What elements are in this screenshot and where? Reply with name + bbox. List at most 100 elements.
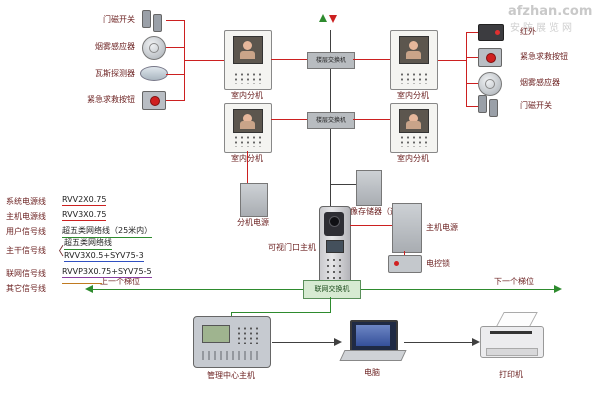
extension-power-label: 分机电源	[237, 218, 269, 227]
indoor-unit-screen	[233, 36, 263, 64]
indoor-unit-keypad	[399, 135, 427, 147]
legend-brace: 〈	[52, 244, 65, 258]
legend-value-network-signal: RVVP3X0.75+SYV75-5	[62, 267, 152, 278]
wire	[330, 184, 356, 185]
floor-switch: 楼层交换机	[307, 112, 355, 129]
computer-label: 电脑	[364, 368, 380, 377]
network-switch: 联网交换机	[303, 280, 361, 299]
indoor-unit-screen	[399, 36, 429, 64]
printer-slot	[490, 331, 532, 334]
trunk-line	[330, 30, 331, 280]
wire	[436, 60, 466, 61]
host-power-box	[392, 203, 422, 253]
right-sensor-label-emergency: 紧急求救按钮	[520, 52, 568, 61]
left-sensor-label-door-magnet: 门磁开关	[103, 15, 135, 24]
left-sensor-label-emergency: 紧急求救按钮	[87, 95, 135, 104]
image-storage-box	[356, 170, 382, 206]
floor-switch: 楼层交换机	[307, 52, 355, 69]
electric-lock-label: 电控锁	[426, 259, 450, 268]
down-arrow-icon	[329, 15, 337, 23]
legend-value-user-signal: 超五类网络线（25米内）	[62, 225, 153, 238]
gas-detector-icon	[140, 66, 168, 81]
wire	[166, 100, 184, 101]
wire	[271, 119, 307, 120]
indoor-unit	[390, 30, 438, 90]
extension-power-box	[240, 183, 268, 217]
door-station-keypad	[325, 257, 345, 287]
indoor-unit-label: 室内分机	[397, 154, 429, 163]
legend-value-trunk-signal-2: RVV3X0.5+SYV75-3	[64, 251, 144, 262]
watermark-brand: afzhan.com	[508, 4, 593, 19]
wire	[166, 47, 184, 48]
wire	[350, 225, 392, 226]
host-power-label: 主机电源	[426, 223, 458, 232]
indoor-unit	[224, 103, 272, 153]
wire	[466, 83, 478, 84]
next-unit-label: 下一个梯位	[494, 277, 534, 286]
left-sensor-label-gas: 瓦斯探测器	[95, 69, 135, 78]
wire	[271, 59, 307, 60]
indoor-unit-screen	[233, 109, 263, 133]
infrared-sensor-icon	[478, 24, 504, 41]
right-sensor-label-smoke: 烟雾感应器	[520, 78, 560, 87]
wire	[404, 342, 472, 343]
indoor-unit-keypad	[233, 135, 261, 147]
wire	[466, 106, 478, 107]
indoor-unit-label: 室内分机	[397, 91, 429, 100]
wire	[184, 60, 224, 61]
emergency-button-icon	[142, 91, 166, 110]
wire	[231, 312, 331, 313]
wire	[404, 251, 405, 256]
indoor-unit-keypad	[233, 72, 261, 84]
image-storage-label: 图像存储器（选配）	[342, 207, 414, 216]
wire	[330, 297, 331, 312]
wire	[353, 119, 390, 120]
wire	[272, 342, 334, 343]
right-arrow-icon	[554, 285, 562, 293]
wire	[466, 57, 478, 58]
wire	[247, 151, 248, 183]
smoke-sensor-icon	[142, 36, 166, 60]
legend-name-user-signal: 用户信号线	[6, 227, 46, 236]
legend-value-host-power: RVV3X0.75	[62, 210, 107, 221]
legend-value-system-power: RVV2X0.75	[62, 195, 107, 206]
up-arrow-icon	[319, 14, 327, 22]
right-sensor-label-infrared: 红外	[520, 27, 536, 36]
smoke-sensor-icon	[478, 72, 502, 96]
management-host-screen	[202, 325, 230, 343]
door-magnet-icon	[142, 10, 168, 32]
indoor-unit-label: 室内分机	[231, 91, 263, 100]
management-host-keypad	[236, 326, 262, 344]
legend-value-trunk-signal-1: 超五类网络线	[64, 237, 112, 250]
legend-value-other-signal	[62, 282, 102, 284]
right-sensor-label-door-magnet: 门磁开关	[520, 101, 552, 110]
prev-unit-label: 上一个梯位	[100, 277, 140, 286]
legend-name-trunk-signal: 主干信号线	[6, 246, 46, 255]
management-host-label: 管理中心主机	[207, 371, 255, 380]
printer-label: 打印机	[499, 370, 523, 379]
wire	[166, 20, 184, 21]
right-arrow-icon	[334, 338, 342, 346]
indoor-unit-screen	[399, 109, 429, 133]
legend-name-system-power: 系统电源线	[6, 197, 46, 206]
printer-tray	[486, 348, 538, 356]
computer-base	[339, 350, 407, 361]
left-sensor-label-smoke: 烟雾感应器	[95, 42, 135, 51]
legend-name-host-power: 主机电源线	[6, 212, 46, 221]
wire	[466, 32, 478, 33]
indoor-unit	[390, 103, 438, 153]
camera-icon	[324, 212, 344, 236]
indoor-unit	[224, 30, 272, 90]
computer-screen	[350, 320, 398, 354]
legend-name-network-signal: 联网信号线	[6, 269, 46, 278]
door-station-label: 可视门口主机	[268, 243, 316, 252]
right-arrow-icon	[472, 338, 480, 346]
wire	[166, 74, 184, 75]
management-host	[193, 316, 271, 368]
door-station-screen	[326, 240, 344, 253]
left-arrow-icon	[85, 285, 93, 293]
electric-lock	[388, 255, 422, 273]
wire	[231, 312, 232, 317]
wire	[466, 32, 467, 107]
